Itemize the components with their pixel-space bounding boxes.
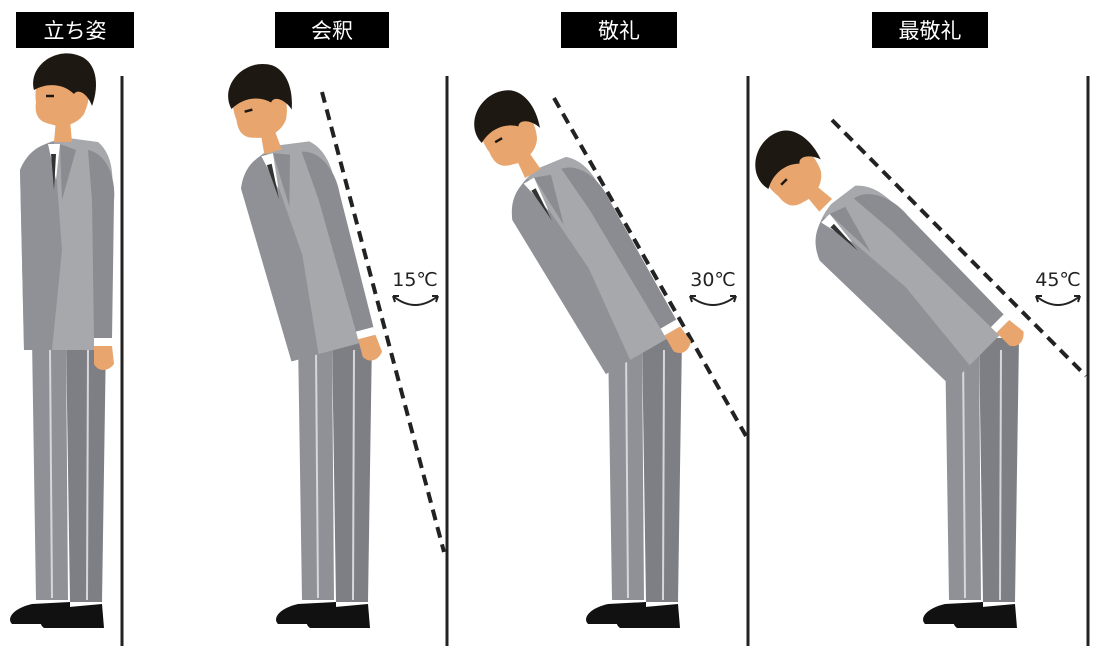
pose-panel-saikeirei: 最敬礼 45℃ [742, 12, 1088, 646]
pose-panel-keirei: 敬礼 30℃ [463, 12, 748, 646]
figure-standing [10, 53, 114, 628]
pose-panel-standing: 立ち姿 [10, 12, 134, 646]
angle-arc-icon [690, 296, 736, 305]
figure-eshaku [221, 58, 384, 628]
figure-saikeirei [742, 119, 1028, 628]
pose-label-standing: 立ち姿 [44, 19, 107, 43]
angle-label-30: 30℃ [690, 269, 736, 291]
angle-arc-icon [393, 296, 438, 305]
angle-label-15: 15℃ [392, 269, 438, 291]
figure-keirei [463, 80, 694, 628]
pose-panel-eshaku: 会釈 15℃ [221, 12, 447, 646]
angle-arc-icon [1036, 296, 1080, 305]
pose-label-eshaku: 会釈 [311, 19, 353, 43]
pose-label-saikeirei: 最敬礼 [899, 19, 962, 43]
pose-label-keirei: 敬礼 [598, 19, 640, 43]
angle-label-45: 45℃ [1035, 269, 1081, 291]
